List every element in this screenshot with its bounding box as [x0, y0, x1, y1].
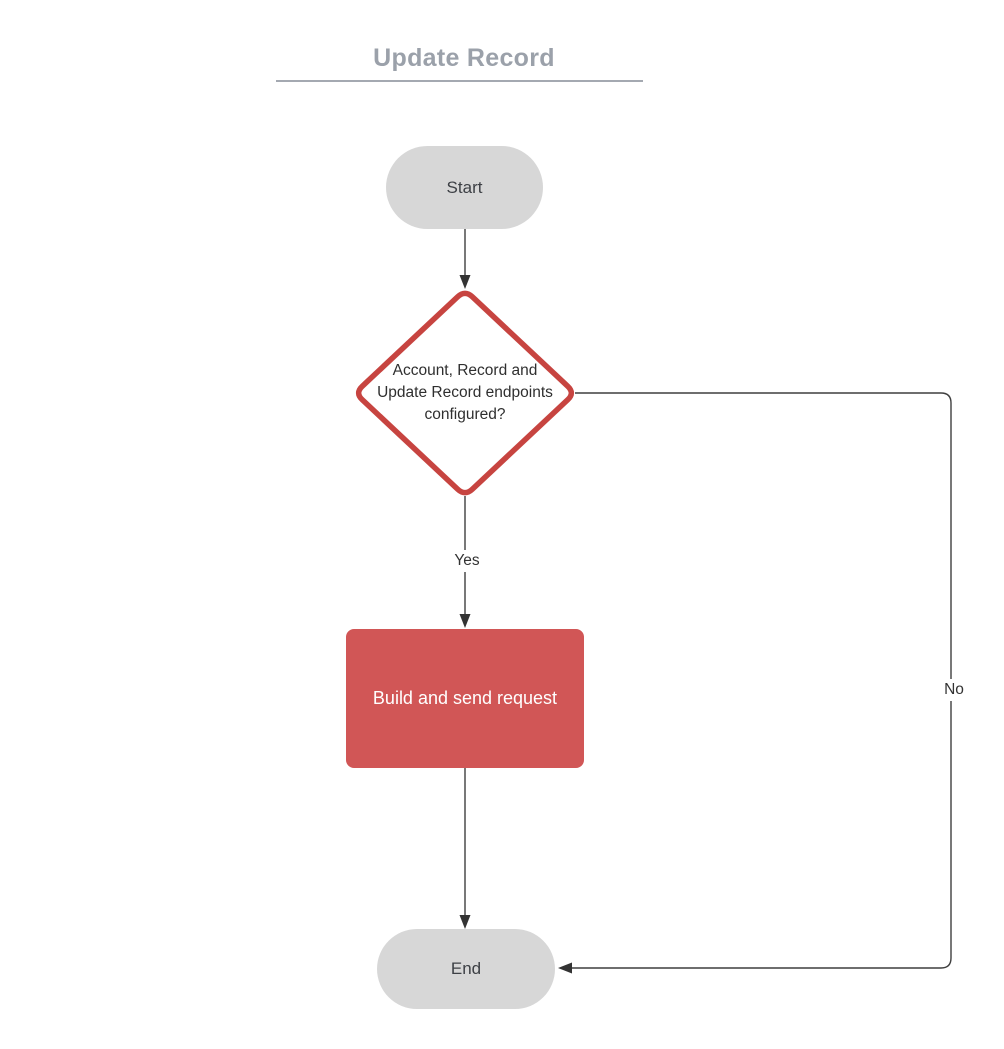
- arrowhead-down-icon: [459, 614, 471, 628]
- decision-diamond-shape: [355, 290, 575, 496]
- connector-start-to-decision: [459, 229, 471, 289]
- title-underline: [276, 80, 643, 82]
- process-node: Build and send request: [346, 629, 584, 768]
- edge-label-yes: Yes: [443, 550, 491, 572]
- end-node-label: End: [450, 959, 482, 978]
- end-node: End: [377, 929, 555, 1009]
- arrowhead-down-icon: [459, 275, 471, 289]
- edge-label-no: No: [932, 679, 976, 701]
- decision-label-line-1: Account, Record and: [392, 362, 538, 379]
- decision-node-label: Account, Record and Update Record endpoi…: [360, 360, 570, 426]
- start-node: Start: [386, 146, 543, 229]
- process-node-label: Build and send request: [372, 688, 558, 708]
- decision-label-line-3: configured?: [424, 406, 506, 423]
- page-title: Update Record: [373, 44, 555, 72]
- connector-decision-to-end: [558, 392, 952, 974]
- decision-label-line-2: Update Record endpoints: [377, 384, 553, 401]
- arrowhead-left-icon: [558, 962, 572, 974]
- start-node-label: Start: [446, 177, 483, 197]
- arrowhead-down-icon: [459, 915, 471, 929]
- connector-process-to-end: [459, 768, 471, 929]
